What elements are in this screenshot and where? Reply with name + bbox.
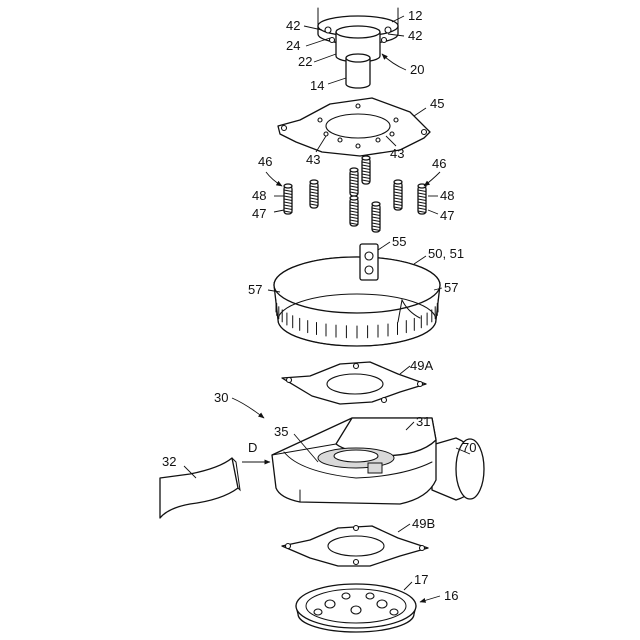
label-43-right: 43 xyxy=(390,146,404,161)
screw-5 xyxy=(394,180,402,210)
spacer-plate-49B xyxy=(282,526,428,567)
arrow-30 xyxy=(232,398,264,418)
screw-7 xyxy=(350,196,358,226)
label-46-left: 46 xyxy=(258,154,272,169)
label-70: 70 xyxy=(462,440,476,455)
label-16: 16 xyxy=(444,588,458,603)
arrow-16 xyxy=(420,596,440,602)
screw-set-46 xyxy=(284,156,426,232)
label-47-left: 47 xyxy=(252,206,266,221)
label-22: 22 xyxy=(298,54,312,69)
arrow-46-left xyxy=(266,172,282,186)
label-31: 31 xyxy=(416,414,430,429)
label-42-right: 42 xyxy=(408,28,422,43)
label-14: 14 xyxy=(310,78,324,93)
label-35: 35 xyxy=(274,424,288,439)
label-48-right: 48 xyxy=(440,188,454,203)
label-20: 20 xyxy=(410,62,424,77)
label-17: 17 xyxy=(414,572,428,587)
label-50-51: 50, 51 xyxy=(428,246,464,261)
label-12: 12 xyxy=(408,8,422,23)
label-57-right: 57 xyxy=(444,280,458,295)
label-42-left: 42 xyxy=(286,18,300,33)
label-24: 24 xyxy=(286,38,300,53)
label-57-left: 57 xyxy=(248,282,262,297)
label-49B: 49B xyxy=(412,516,435,531)
cover-ring-50-51 xyxy=(274,244,440,346)
label-49A: 49A xyxy=(410,358,433,373)
screw-3 xyxy=(350,168,358,196)
label-45: 45 xyxy=(430,96,444,111)
base-plate-16 xyxy=(296,584,416,632)
label-D: D xyxy=(248,440,257,455)
arrow-20 xyxy=(382,54,406,70)
label-43-left: 43 xyxy=(306,152,320,167)
screw-1 xyxy=(284,184,292,214)
label-32: 32 xyxy=(162,454,176,469)
screw-2 xyxy=(310,180,318,208)
screw-4 xyxy=(362,156,370,184)
label-46-right: 46 xyxy=(432,156,446,171)
label-48-left: 48 xyxy=(252,188,266,203)
shaft-unit-20 xyxy=(318,8,398,88)
mounting-plate-45 xyxy=(278,98,430,156)
label-30: 30 xyxy=(214,390,228,405)
fan-housing-30 xyxy=(272,418,484,504)
screw-6 xyxy=(418,184,426,214)
label-47-right: 47 xyxy=(440,208,454,223)
label-55: 55 xyxy=(392,234,406,249)
spacer-plate-49A xyxy=(282,362,426,404)
arrow-46-right xyxy=(424,172,440,186)
screw-8 xyxy=(372,202,380,232)
